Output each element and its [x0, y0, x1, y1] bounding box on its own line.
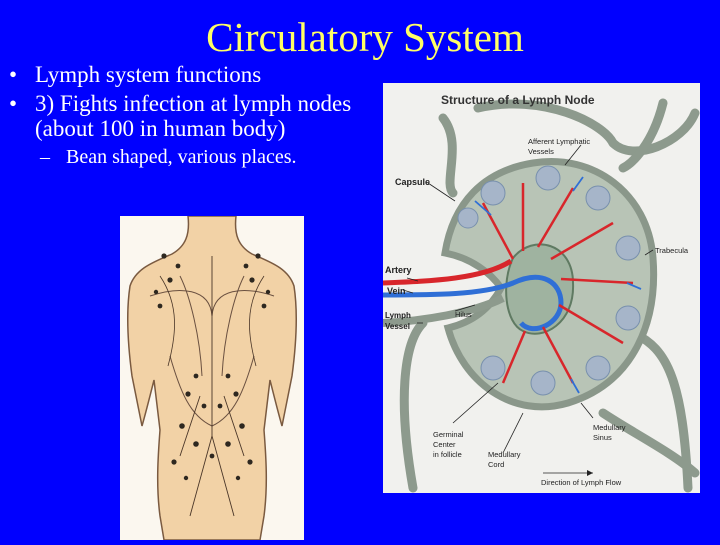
sub-bullet-item: – Bean shaped, various places. [8, 145, 368, 169]
bullet-text: 3) Fights infection at lymph nodes (abou… [35, 91, 352, 141]
label-afferent-line2: Vessels [528, 147, 554, 156]
lymph-node-diagram: Structure of a Lymph Node Afferent Lymph… [382, 83, 700, 493]
bullet-item: • 3) Fights infection at lymph nodes (ab… [8, 91, 368, 141]
sub-bullet-marker: – [40, 146, 50, 168]
bullet-marker: • [9, 91, 18, 116]
label-medullary-sinus-line2: Sinus [593, 433, 612, 442]
artery-line [382, 258, 513, 286]
label-afferent-line1: Afferent Lymphatic [528, 137, 590, 146]
slide-title: Circulatory System [206, 14, 524, 60]
label-artery: Artery [385, 265, 412, 275]
bullet-text: Lymph system functions [35, 62, 262, 87]
label-capsule: Capsule [395, 177, 430, 187]
bullet-list: • Lymph system functions • 3) Fights inf… [8, 62, 368, 169]
label-vein: Vein [387, 286, 406, 296]
vein-line [382, 275, 564, 331]
label-germinal-line2: Center [433, 440, 456, 449]
label-medullary-cord-line1: Medullary [488, 450, 521, 459]
sub-bullet-text: Bean shaped, various places. [66, 146, 297, 168]
label-hilus: Hilus [455, 310, 472, 319]
label-flow-direction: Direction of Lymph Flow [541, 478, 622, 487]
human-body-drawing [127, 215, 297, 541]
label-lymph-vessel-line2: Vessel [385, 322, 410, 331]
label-germinal-line3: in follicle [433, 450, 462, 459]
label-germinal-line1: Germinal [433, 430, 464, 439]
label-lymph-vessel-line1: Lymph [385, 311, 411, 320]
label-medullary-sinus-line1: Medullary [593, 423, 626, 432]
label-medullary-cord-line2: Cord [488, 460, 504, 469]
lymph-node-drawing: Structure of a Lymph Node Afferent Lymph… [382, 93, 700, 493]
bullet-marker: • [9, 62, 18, 87]
bullet-item: • Lymph system functions [8, 62, 368, 87]
label-trabecula: Trabecula [655, 246, 689, 255]
diagram-title: Structure of a Lymph Node [441, 93, 595, 107]
human-lymph-illustration [120, 215, 304, 541]
